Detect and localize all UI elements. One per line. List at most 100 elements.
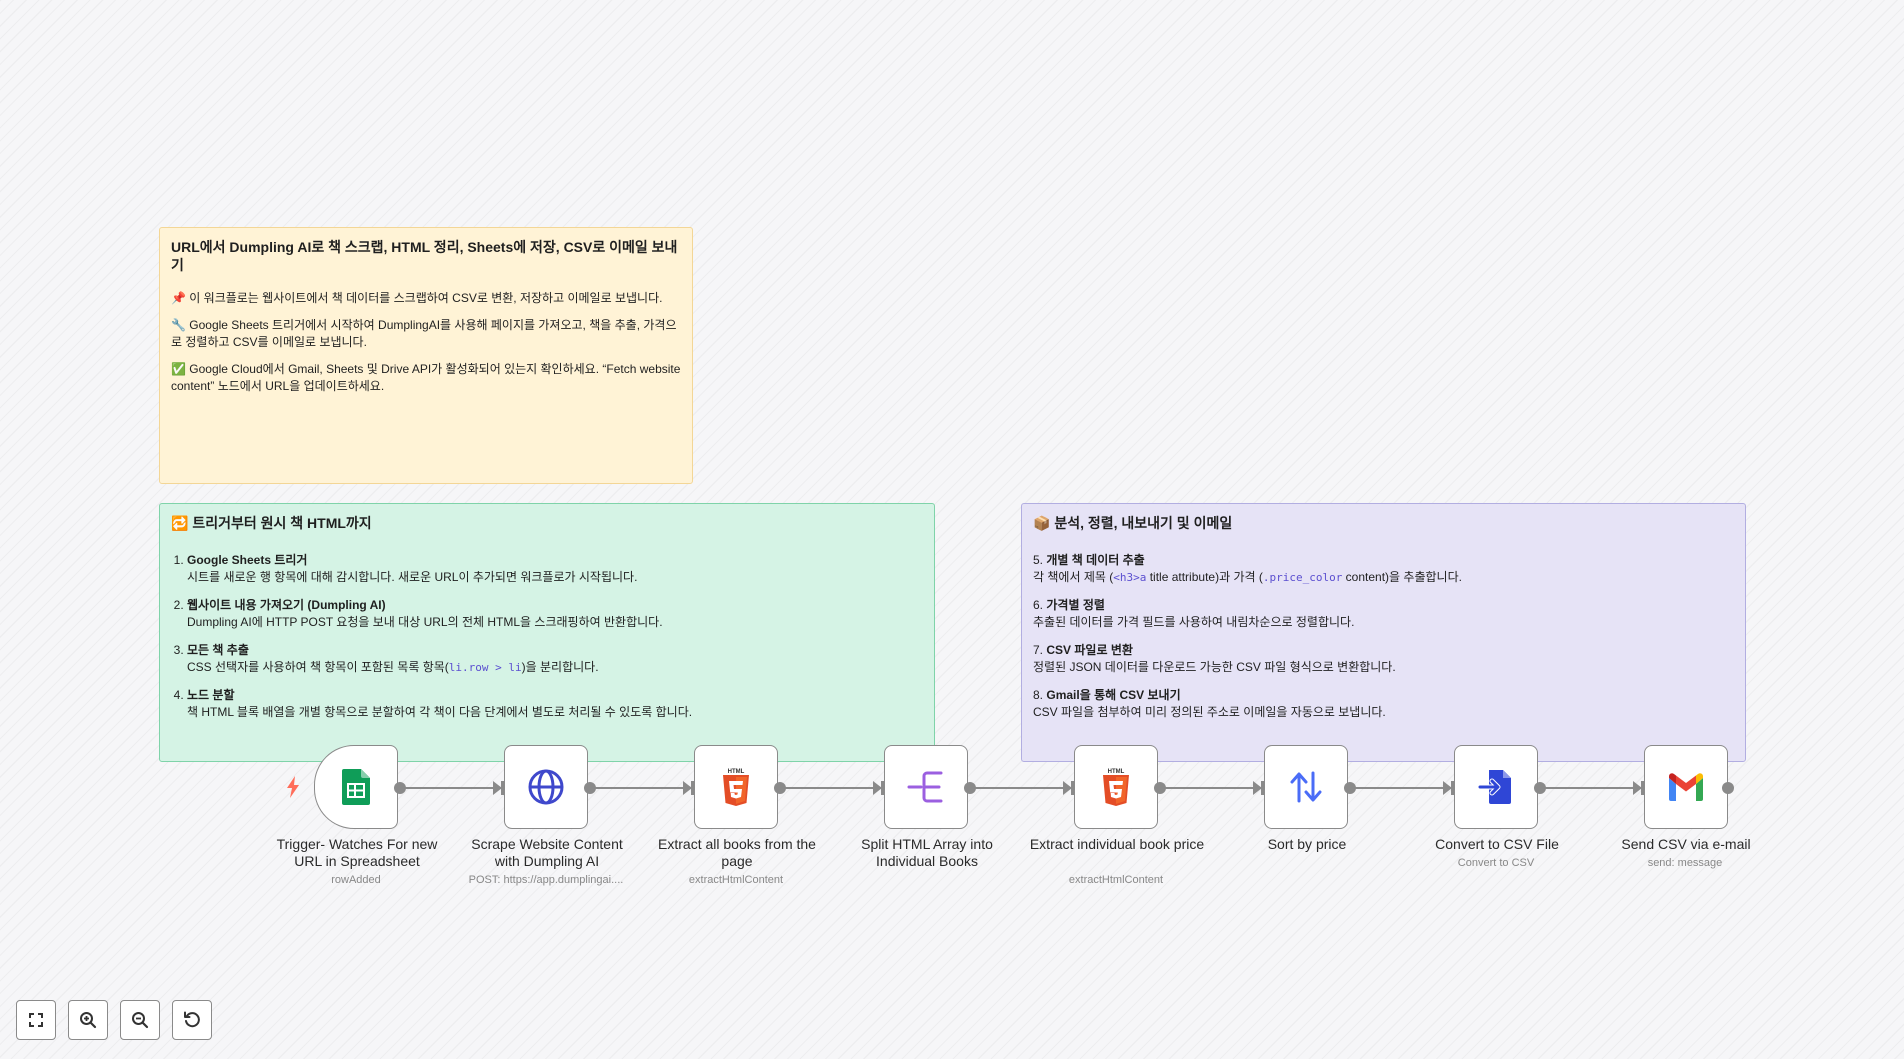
list-item: 7. CSV 파일로 변환 정렬된 JSON 데이터를 다운로드 가능한 CSV…	[1033, 642, 1734, 676]
html5-icon: HTML	[723, 769, 749, 806]
input-port[interactable]	[691, 781, 694, 795]
overview-title: URL에서 Dumpling AI로 책 스크랩, HTML 정리, Sheet…	[171, 239, 678, 273]
output-port[interactable]	[394, 782, 406, 794]
step-description-end: )을 분리합니다.	[521, 660, 599, 674]
convert-file-icon	[1477, 770, 1511, 804]
extract-all-books-node[interactable]: HTML	[694, 745, 778, 829]
overview-sticky-note[interactable]: URL에서 Dumpling AI로 책 스크랩, HTML 정리, Sheet…	[159, 227, 693, 484]
step-title: 가격별 정렬	[1046, 598, 1105, 612]
connection-line[interactable]	[595, 787, 693, 789]
overview-paragraph-1: 📌 이 워크플로는 웹사이트에서 책 데이터를 스크랩하여 CSV로 변환, 저…	[171, 291, 663, 305]
step-number: 7.	[1033, 643, 1044, 657]
connection-arrow	[493, 781, 502, 795]
connection-arrow	[873, 781, 882, 795]
node-subtitle: extractHtmlContent	[1068, 874, 1164, 886]
node-title: Sort by price	[1267, 836, 1347, 852]
node-subtitle: send: message	[1647, 857, 1723, 869]
node-title: Trigger- Watches For new URL in Spreadsh…	[276, 836, 438, 869]
trigger-section-title: 🔁 트리거부터 원시 책 HTML까지	[171, 515, 372, 531]
connection-line[interactable]	[1355, 787, 1453, 789]
send-email-node[interactable]	[1644, 745, 1728, 829]
input-port[interactable]	[1451, 781, 1454, 795]
connection-line[interactable]	[1165, 787, 1263, 789]
step-description-mid: title attribute)과 가격 (	[1146, 570, 1263, 584]
step-number: 8.	[1033, 688, 1044, 702]
step-description: CSS 선택자를 사용하여 책 항목이 포함된 목록 항목(	[187, 660, 449, 674]
list-item: 웹사이트 내용 가져오기 (Dumpling AI) Dumpling AI에 …	[187, 597, 923, 631]
trigger-section-sticky-note[interactable]: 🔁 트리거부터 원시 책 HTML까지 Google Sheets 트리거 시트…	[159, 503, 935, 762]
globe-icon	[528, 769, 564, 805]
connection-arrow	[683, 781, 692, 795]
connection-line[interactable]	[1545, 787, 1643, 789]
node-subtitle: POST: https://app.dumplingai....	[468, 874, 624, 886]
connection-line[interactable]	[785, 787, 883, 789]
step-number: 6.	[1033, 598, 1044, 612]
step-description: 시트를 새로운 행 항목에 대해 감시합니다. 새로운 URL이 추가되면 워크…	[187, 570, 638, 584]
output-port[interactable]	[964, 782, 976, 794]
list-item: 6. 가격별 정렬 추출된 데이터를 가격 필드를 사용하여 내림차순으로 정렬…	[1033, 597, 1734, 631]
node-title: Split HTML Array into Individual Books	[861, 836, 993, 869]
svg-text:HTML: HTML	[1108, 769, 1125, 775]
output-port[interactable]	[774, 782, 786, 794]
connection-line[interactable]	[405, 787, 503, 789]
reset-zoom-button[interactable]	[172, 1000, 212, 1040]
parse-section-sticky-note[interactable]: 📦 분석, 정렬, 내보내기 및 이메일 5. 개별 책 데이터 추출 각 책에…	[1021, 503, 1746, 762]
step-title: Google Sheets 트리거	[187, 553, 308, 567]
overview-paragraph-3: ✅ Google Cloud에서 Gmail, Sheets 및 Drive A…	[171, 362, 681, 393]
step-title: 노드 분할	[187, 688, 235, 702]
step-description-end: content)을 추출합니다.	[1342, 570, 1462, 584]
html5-icon: HTML	[1103, 769, 1129, 806]
scrape-website-node[interactable]	[504, 745, 588, 829]
node-title: Scrape Website Content with Dumpling AI	[471, 836, 623, 869]
step-title: Gmail을 통해 CSV 보내기	[1046, 688, 1181, 702]
zoom-out-button[interactable]	[120, 1000, 160, 1040]
step-description: Dumpling AI에 HTTP POST 요청을 보내 대상 URL의 전체…	[187, 615, 663, 629]
connection-arrow	[1443, 781, 1452, 795]
node-subtitle: extractHtmlContent	[688, 874, 784, 886]
node-title: Extract all books from the page	[658, 836, 816, 869]
connection-arrow	[1633, 781, 1642, 795]
step-number: 5.	[1033, 553, 1044, 567]
trigger-bolt-icon	[287, 776, 299, 798]
svg-text:HTML: HTML	[728, 769, 745, 775]
split-out-icon	[907, 771, 943, 803]
google-sheets-icon	[342, 769, 370, 805]
list-item: 5. 개별 책 데이터 추출 각 책에서 제목 (<h3>a title att…	[1033, 552, 1734, 586]
node-subtitle: Convert to CSV	[1457, 857, 1535, 869]
node-title: Send CSV via e-mail	[1621, 836, 1751, 852]
output-port[interactable]	[584, 782, 596, 794]
css-selector-code: li.row > li	[448, 661, 522, 674]
fit-view-icon	[29, 1013, 43, 1027]
node-subtitle: rowAdded	[331, 874, 381, 886]
input-port[interactable]	[1261, 781, 1264, 795]
gmail-icon	[1669, 773, 1703, 801]
list-item: 노드 분할 책 HTML 블록 배열을 개별 항목으로 분할하여 각 책이 다음…	[187, 687, 923, 721]
step-description: CSV 파일을 첨부하여 미리 정의된 주소로 이메일을 자동으로 보냅니다.	[1033, 705, 1386, 719]
split-html-array-node[interactable]	[884, 745, 968, 829]
input-port[interactable]	[881, 781, 884, 795]
list-item: 모든 책 추출 CSS 선택자를 사용하여 책 항목이 포함된 목록 항목(li…	[187, 642, 923, 676]
zoom-in-button[interactable]	[68, 1000, 108, 1040]
input-port[interactable]	[1641, 781, 1644, 795]
step-title: 개별 책 데이터 추출	[1046, 553, 1145, 567]
step-title: CSV 파일로 변환	[1046, 643, 1133, 657]
list-item: 8. Gmail을 통해 CSV 보내기 CSV 파일을 첨부하여 미리 정의된…	[1033, 687, 1734, 721]
trigger-node[interactable]	[314, 745, 398, 829]
zoom-in-icon	[80, 1012, 97, 1029]
output-port[interactable]	[1722, 782, 1734, 794]
output-port[interactable]	[1534, 782, 1546, 794]
input-port[interactable]	[1071, 781, 1074, 795]
input-port[interactable]	[501, 781, 504, 795]
sort-by-price-node[interactable]	[1264, 745, 1348, 829]
output-port[interactable]	[1344, 782, 1356, 794]
step-description: 정렬된 JSON 데이터를 다운로드 가능한 CSV 파일 형식으로 변환합니다…	[1033, 660, 1396, 674]
extract-book-price-node[interactable]: HTML	[1074, 745, 1158, 829]
overview-paragraph-2: 🔧 Google Sheets 트리거에서 시작하여 DumplingAI를 사…	[171, 318, 677, 349]
connection-line[interactable]	[975, 787, 1073, 789]
node-title: Convert to CSV File	[1435, 836, 1559, 852]
fit-view-button[interactable]	[16, 1000, 56, 1040]
convert-to-csv-node[interactable]	[1454, 745, 1538, 829]
sort-arrows-icon	[1290, 771, 1322, 803]
parse-section-title: 📦 분석, 정렬, 내보내기 및 이메일	[1033, 515, 1233, 531]
output-port[interactable]	[1154, 782, 1166, 794]
